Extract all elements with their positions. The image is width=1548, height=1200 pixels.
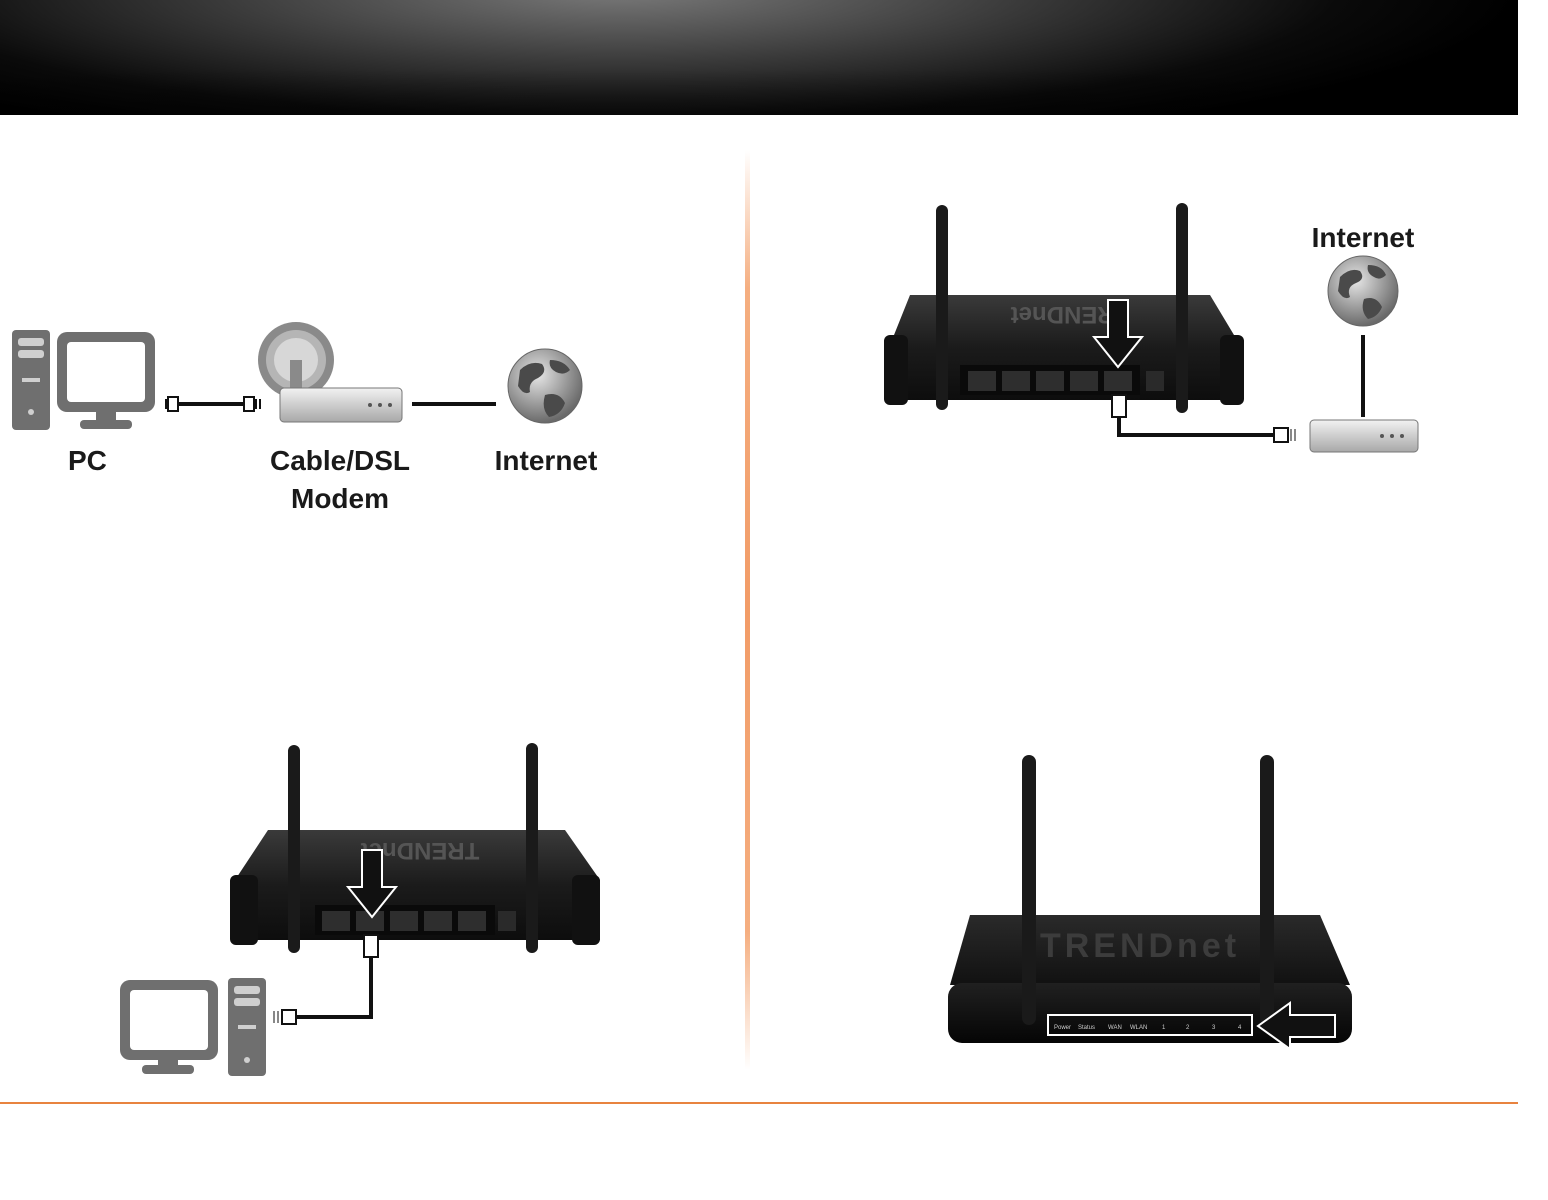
figure-router-wan-to-modem: TRENDnet Internet (870, 195, 1440, 470)
figure-pc-modem-internet: PC Cable/DSL Modem Internet (0, 300, 640, 530)
footer-rule (0, 1102, 1518, 1104)
modem-label-line2: Modem (291, 483, 389, 514)
pc-icon (120, 978, 266, 1076)
modem-icon (1310, 420, 1418, 452)
led-label: WAN (1108, 1025, 1122, 1031)
pc-label: PC (68, 445, 107, 476)
figure-router-front-leds: TRENDnet Power Status WAN WLAN 1 2 3 4 (940, 745, 1360, 1060)
modem-icon (258, 322, 402, 422)
led-label: WLAN (1130, 1025, 1147, 1031)
modem-label-line1: Cable/DSL (270, 445, 410, 476)
led-label: Power (1054, 1025, 1071, 1031)
router-brand-text: TRENDnet (1040, 927, 1240, 965)
internet-label: Internet (1312, 222, 1415, 253)
pc-icon (12, 330, 155, 430)
router-rear-image: TRENDnet (884, 203, 1244, 413)
column-divider (745, 150, 750, 1070)
router-front-image: TRENDnet (948, 755, 1352, 1043)
header-banner (0, 0, 1518, 115)
led-label: Status (1078, 1025, 1095, 1031)
internet-label: Internet (495, 445, 598, 476)
globe-icon (1328, 256, 1398, 326)
globe-icon (508, 349, 582, 423)
figure-router-lan-to-pc: TRENDnet (110, 735, 610, 1080)
ethernet-cable-icon (1112, 395, 1295, 442)
ethernet-cable-icon (166, 397, 260, 411)
router-rear-image: TRENDnet (230, 743, 600, 953)
